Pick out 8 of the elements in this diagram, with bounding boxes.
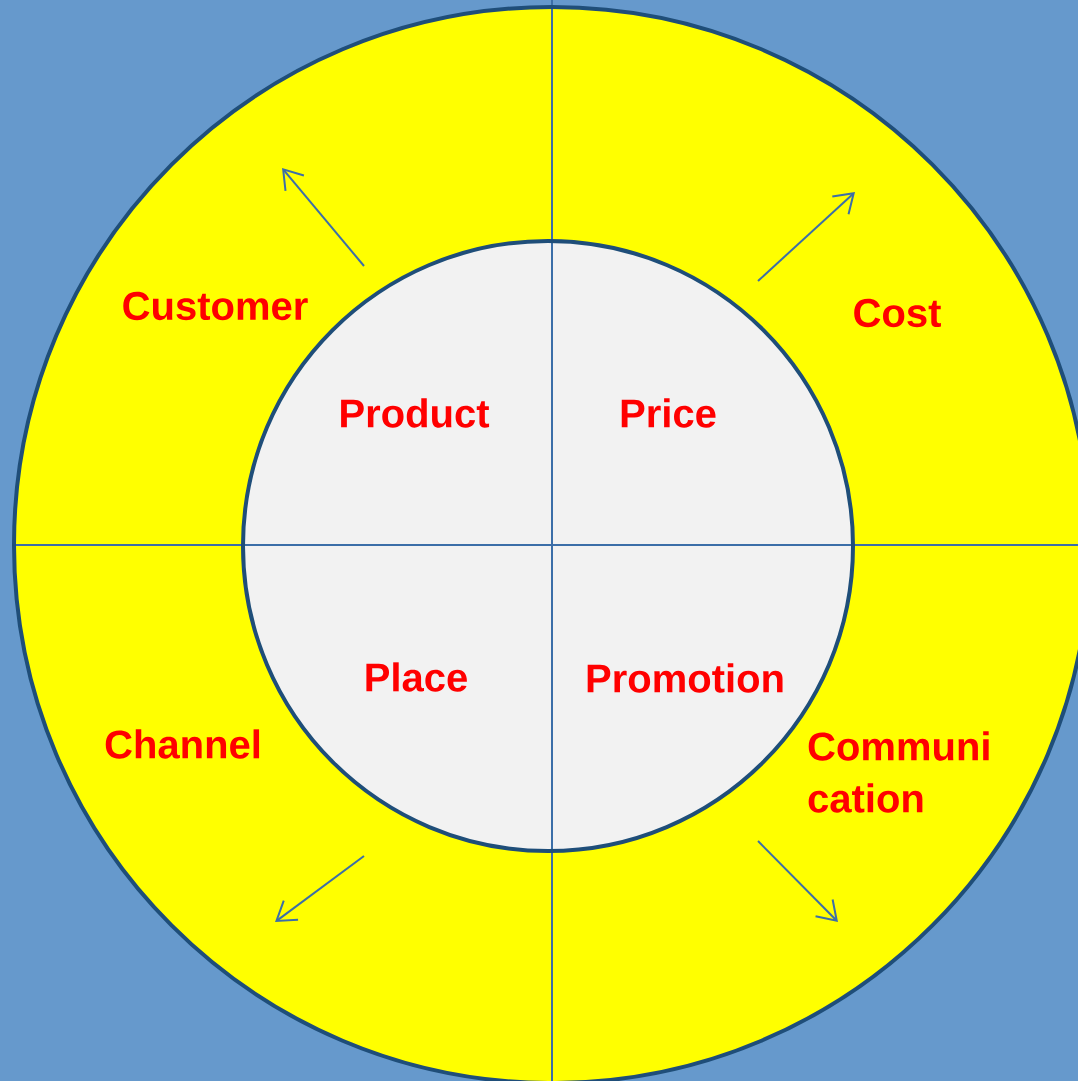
quadrant-label: Place bbox=[366, 662, 467, 692]
quadrant-label: Channel bbox=[105, 729, 260, 759]
quadrant-label: Price bbox=[621, 398, 716, 428]
quadrant-label: Product bbox=[341, 398, 490, 428]
quadrant-label: Cost bbox=[854, 298, 941, 328]
quadrant-label: Promotion bbox=[587, 663, 783, 693]
quadrant-label: Communi cation bbox=[808, 731, 989, 813]
quadrant-label: Customer bbox=[123, 291, 308, 321]
